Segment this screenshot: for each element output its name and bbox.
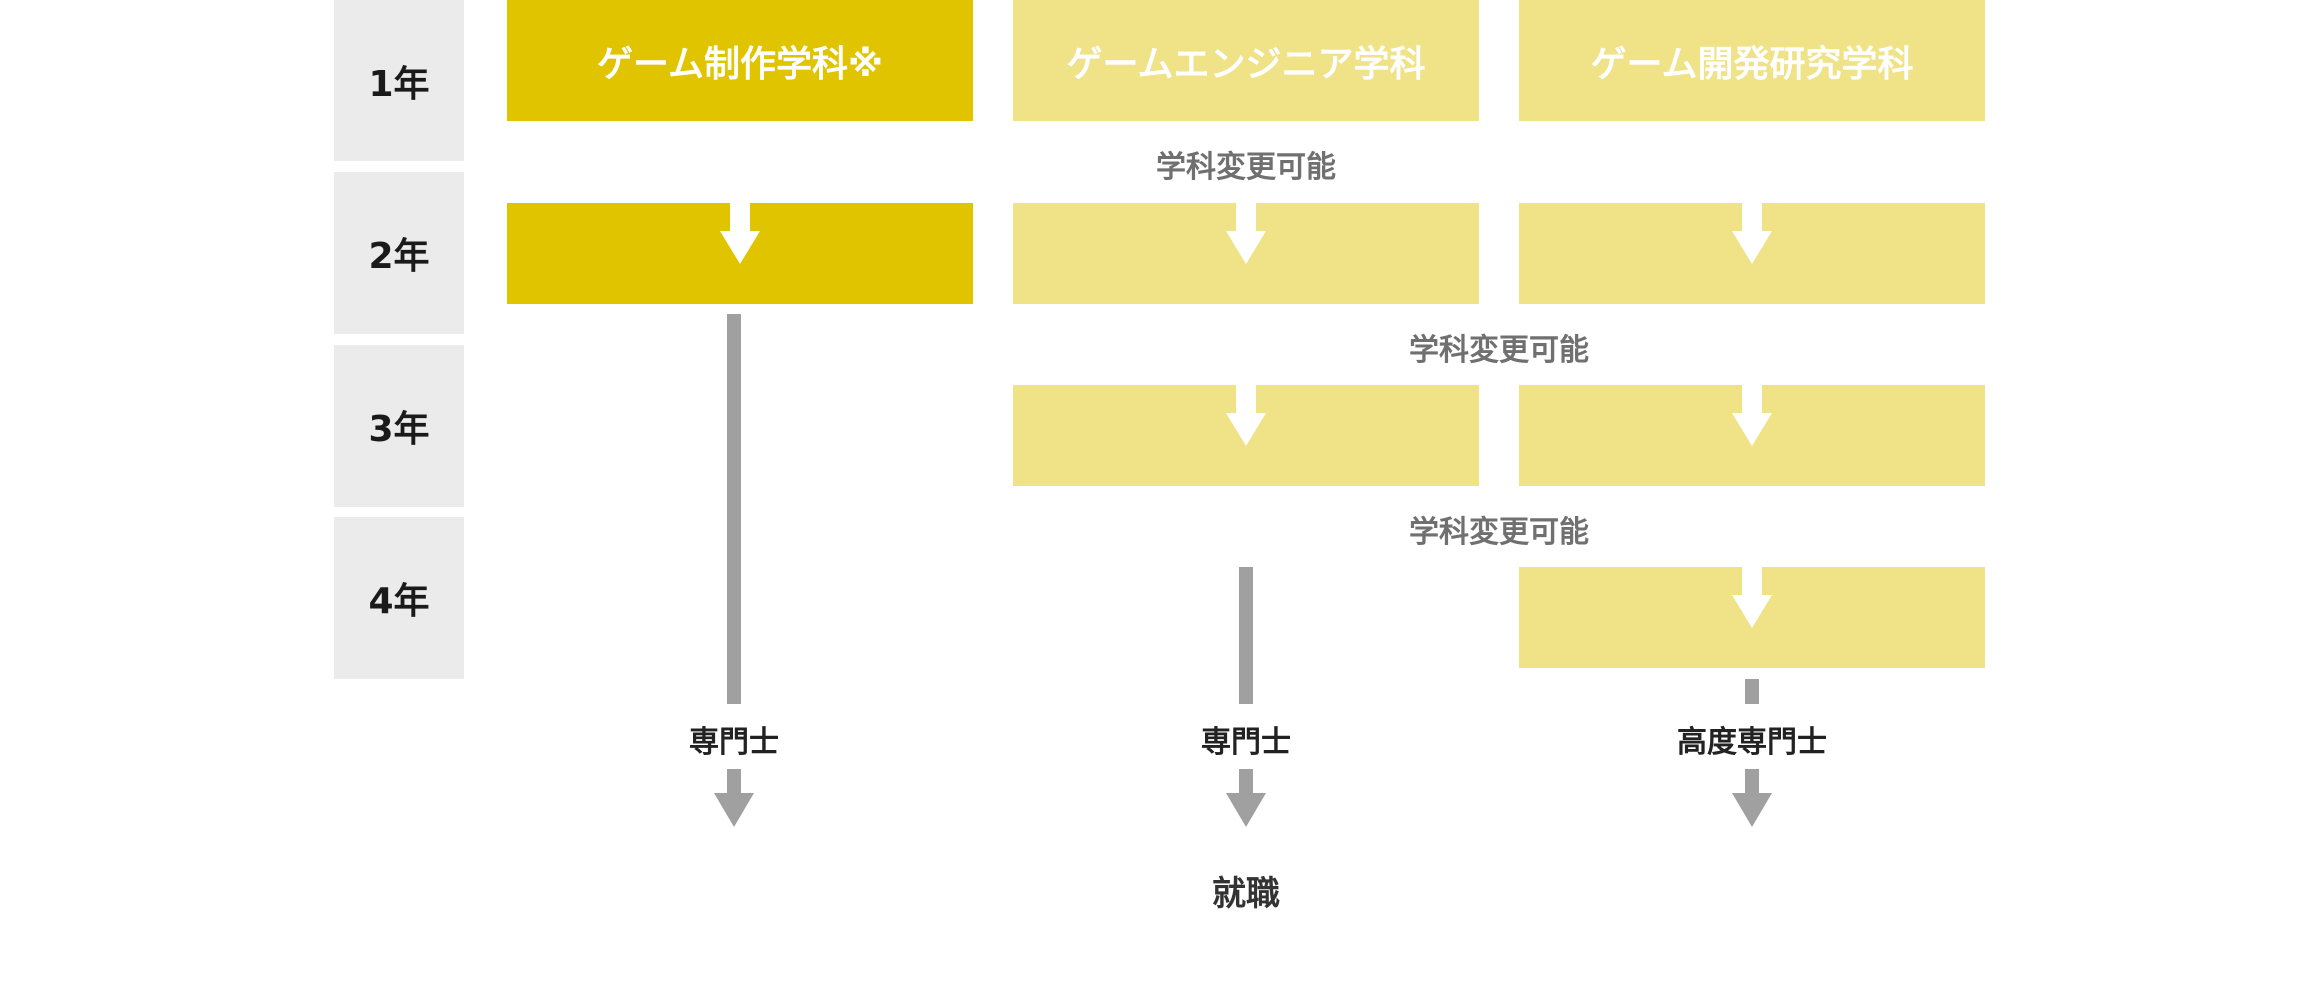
down-arrow-icon bbox=[1226, 385, 1266, 446]
down-arrow-icon bbox=[1732, 769, 1772, 827]
down-arrow-icon bbox=[1226, 203, 1266, 264]
year-1: 1年 bbox=[334, 0, 464, 161]
dept-game-engineer-box: ゲームエンジニア学科 bbox=[1013, 0, 1479, 121]
final-employment: 就職 bbox=[1212, 874, 1280, 914]
outcome-production: 専門士 bbox=[689, 725, 779, 760]
dept-game-engineer-title: ゲームエンジニア学科 bbox=[1066, 43, 1426, 85]
year-1-label: 1年 bbox=[368, 63, 430, 105]
research-year4-box bbox=[1519, 567, 1985, 668]
production-progress-line bbox=[727, 314, 741, 704]
dept-game-production-box: ゲーム制作学科※ bbox=[507, 0, 973, 121]
dept-game-research-box: ゲーム開発研究学科 bbox=[1519, 0, 1985, 121]
year-4-label: 4年 bbox=[368, 581, 430, 622]
transfer-label-3: 学科変更可能 bbox=[1409, 515, 1589, 550]
down-arrow-icon bbox=[714, 769, 754, 827]
research-year3-box bbox=[1519, 385, 1985, 486]
year-4: 4年 bbox=[334, 517, 464, 679]
outcome-research: 高度専門士 bbox=[1677, 725, 1827, 760]
transfer-label-1: 学科変更可能 bbox=[1156, 150, 1336, 185]
engineer-year2-box bbox=[1013, 203, 1479, 304]
year-2-label: 2年 bbox=[368, 236, 430, 277]
down-arrow-icon bbox=[1732, 567, 1772, 628]
down-arrow-icon bbox=[1732, 203, 1772, 264]
dept-game-research-title: ゲーム開発研究学科 bbox=[1590, 43, 1914, 85]
engineer-progress-line bbox=[1239, 567, 1253, 704]
down-arrow-icon bbox=[1226, 769, 1266, 827]
research-year2-box bbox=[1519, 203, 1985, 304]
dept-game-production-title: ゲーム制作学科※ bbox=[597, 43, 883, 85]
year-3: 3年 bbox=[334, 345, 464, 507]
transfer-label-2: 学科変更可能 bbox=[1409, 333, 1589, 368]
outcome-engineer: 専門士 bbox=[1201, 725, 1291, 760]
year-3-label: 3年 bbox=[368, 409, 430, 450]
down-arrow-icon bbox=[720, 203, 760, 264]
engineer-year3-box bbox=[1013, 385, 1479, 486]
production-year2-box bbox=[507, 203, 973, 304]
research-progress-line bbox=[1745, 679, 1759, 704]
year-2: 2年 bbox=[334, 172, 464, 334]
down-arrow-icon bbox=[1732, 385, 1772, 446]
